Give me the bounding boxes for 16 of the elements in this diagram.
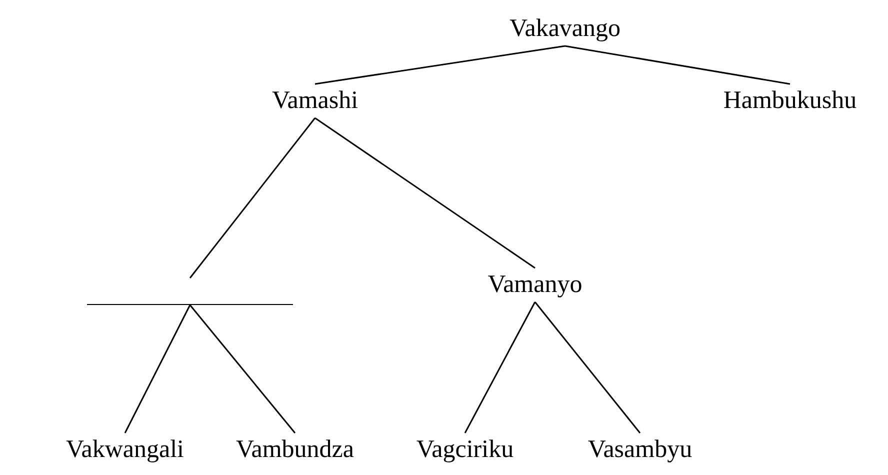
group-name: Hambukushu [723, 87, 857, 115]
connector-line [464, 302, 536, 434]
connector-line [189, 118, 316, 278]
group-name: Vagciriku [416, 436, 514, 464]
group-name: Vakavango [509, 15, 621, 43]
group-name: Vamashi [272, 87, 358, 115]
connector-line [534, 302, 641, 434]
group-name: Vambundza [236, 436, 354, 464]
connector-line [314, 45, 566, 85]
group-name: Vasambyu [588, 436, 692, 464]
group-name: Vakwangali [66, 436, 184, 464]
connector-line [314, 117, 536, 269]
connector-line [124, 304, 191, 434]
group-name: Vamanyo [488, 271, 582, 299]
connector-line [189, 304, 296, 434]
connector-line [564, 45, 790, 85]
